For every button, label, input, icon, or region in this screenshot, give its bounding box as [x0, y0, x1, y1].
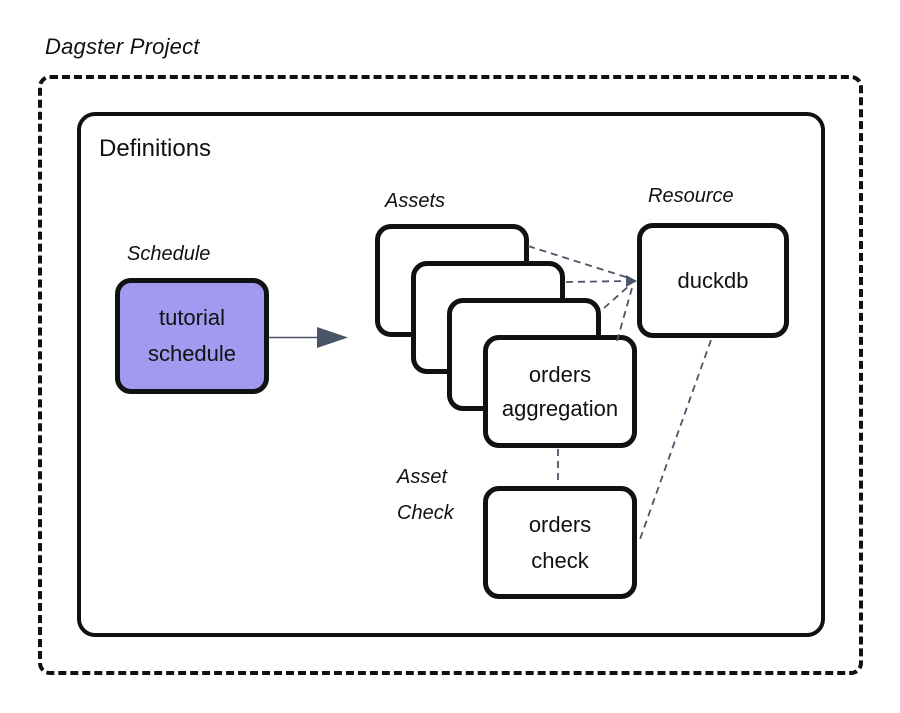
diagram-title: Dagster Project: [45, 34, 200, 59]
duckdb-node: duckdb: [637, 223, 789, 338]
dagster-project-boundary: [38, 75, 863, 675]
asset-check-label: Asset Check: [397, 459, 487, 531]
duckdb-label: duckdb: [677, 267, 749, 293]
assets-label: Assets: [385, 190, 446, 212]
schedule-label: Schedule: [127, 243, 211, 265]
orders-check-line2: check: [531, 547, 589, 573]
tutorial-schedule-line1: tutorial: [158, 305, 226, 330]
definitions-label: Definitions: [99, 135, 212, 162]
tutorial-schedule-line2: schedule: [147, 341, 237, 366]
orders-check-node: orders check: [483, 486, 637, 599]
orders-aggregation-node: orders aggregation: [483, 335, 637, 448]
orders-check-line1: orders: [528, 511, 592, 537]
orders-aggregation-line2: aggregation: [501, 395, 619, 421]
asset-check-label-line2: Check: [397, 502, 454, 524]
tutorial-schedule-node: tutorial schedule: [115, 278, 269, 394]
resource-label: Resource: [648, 185, 734, 207]
orders-aggregation-line1: orders: [528, 361, 592, 387]
asset-check-label-line1: Asset: [397, 466, 448, 488]
